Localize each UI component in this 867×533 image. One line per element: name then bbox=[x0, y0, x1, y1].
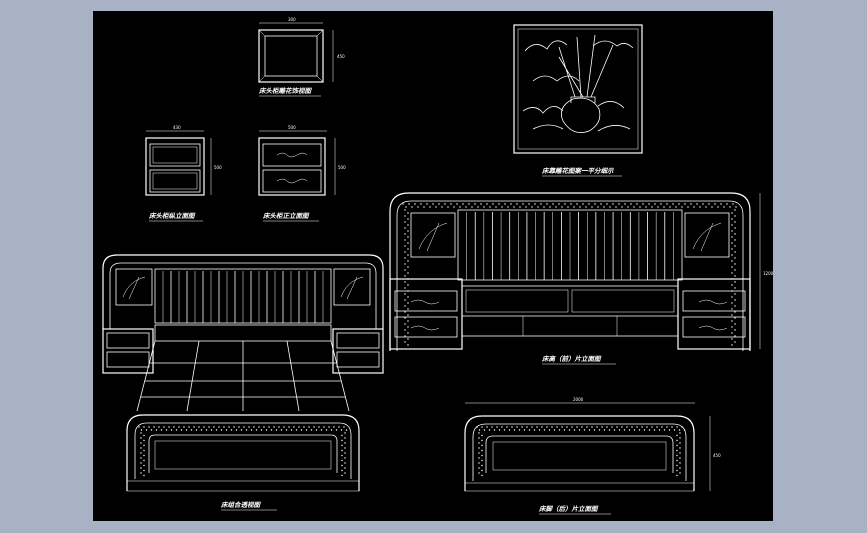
label-footboard: 床脚（后）片立面图 bbox=[538, 505, 599, 513]
dim-foot-width: 2000 bbox=[573, 397, 584, 402]
label-bed-front: 床高（前）片立面图 bbox=[541, 355, 602, 363]
footboard-elevation: 2000 450 床脚（后）片立面图 bbox=[464, 397, 721, 515]
dim-ns-side-height: 500 bbox=[214, 165, 222, 170]
bed-front-elevation: 1200 床高（前）片立面图 bbox=[389, 192, 773, 365]
label-carving-detail: 床靠雕花图案一平分细示 bbox=[541, 167, 615, 175]
bed-combo-perspective: 床组合透视图 bbox=[102, 254, 384, 511]
nightstand-side-view: 430 500 床头柜纵立面图 bbox=[145, 125, 222, 222]
frame-decor-view: 300 450 床头柜雕花饰视图 bbox=[258, 17, 345, 97]
dim-frame-width: 300 bbox=[288, 17, 296, 22]
dim-bed-height: 1200 bbox=[763, 271, 773, 276]
dim-ns-side-width: 430 bbox=[173, 125, 181, 130]
label-ns-front-view: 床头柜正立面图 bbox=[262, 212, 310, 220]
dim-ns-front-height: 500 bbox=[338, 165, 346, 170]
carving-detail-panel: 床靠雕花图案一平分细示 bbox=[513, 24, 643, 177]
dim-ns-front-width: 500 bbox=[288, 125, 296, 130]
dim-foot-height: 450 bbox=[713, 453, 721, 458]
cad-drawing: 300 450 床头柜雕花饰视图 床靠雕花图案一平分细示 430 500 床头柜… bbox=[102, 17, 773, 515]
nightstand-front-view: 500 500 床头柜正立面图 bbox=[258, 125, 346, 222]
cad-drawing-canvas[interactable]: 300 450 床头柜雕花饰视图 床靠雕花图案一平分细示 430 500 床头柜… bbox=[93, 11, 773, 521]
label-bed-combo: 床组合透视图 bbox=[220, 501, 262, 509]
label-frame-view: 床头柜雕花饰视图 bbox=[258, 87, 313, 95]
label-ns-back-view: 床头柜纵立面图 bbox=[148, 212, 196, 220]
dim-frame-height: 450 bbox=[337, 54, 345, 59]
